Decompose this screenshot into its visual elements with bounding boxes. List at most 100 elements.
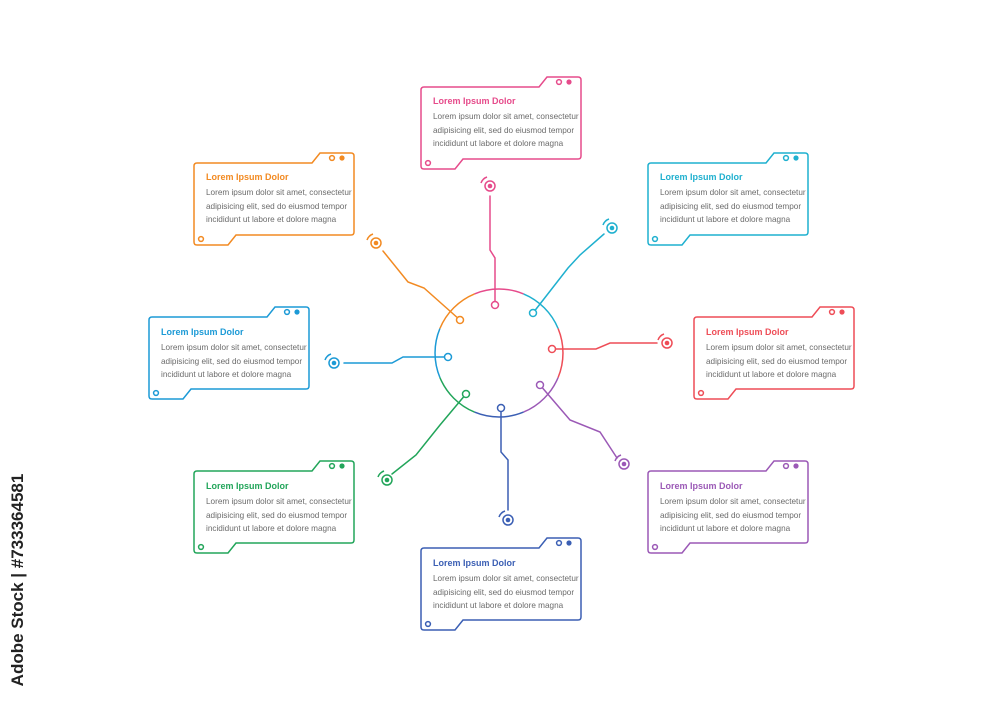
frame-bottom-bottom-ring — [424, 620, 432, 628]
frame-right-bottom-ring — [697, 389, 705, 397]
card-title: Lorem Ipsum Dolor — [206, 172, 289, 182]
branch-bottom-right-line — [539, 384, 618, 459]
branch-bottom-left-signal-arc — [377, 470, 385, 478]
branch-top-right-end-dot — [609, 225, 615, 231]
branch-top-right-inner-node — [528, 308, 538, 318]
frame-top-corner-ring — [555, 78, 563, 86]
card-body: Lorem ipsum dolor sit amet, consectetur … — [433, 574, 579, 610]
stock-id-text: Adobe Stock | #733364581 — [8, 473, 27, 687]
card-bottom: Lorem Ipsum Dolor Lorem ipsum dolor sit … — [433, 558, 593, 613]
branch-bottom-right-inner-node — [535, 380, 545, 390]
card-title: Lorem Ipsum Dolor — [206, 481, 289, 491]
frame-bottom-right-bottom-ring — [651, 543, 659, 551]
frame-top-border — [420, 76, 582, 170]
card-bottom-left: Lorem Ipsum Dolor Lorem ipsum dolor sit … — [206, 481, 366, 536]
card-body: Lorem ipsum dolor sit amet, consectetur … — [161, 343, 307, 379]
branch-top-signal-arc — [480, 176, 488, 184]
frame-bottom-left-corner-ring — [328, 462, 336, 470]
frame-bottom-border — [420, 537, 582, 631]
frame-top-right-bottom-ring — [651, 235, 659, 243]
frame-top-right-corner-ring — [782, 154, 790, 162]
branch-bottom-signal-arc — [498, 510, 506, 518]
frame-bottom-corner-dot — [566, 540, 572, 546]
card-body: Lorem ipsum dolor sit amet, consectetur … — [660, 188, 806, 224]
branch-bottom-right-signal-arc — [614, 454, 622, 462]
branch-top-right-line — [532, 233, 605, 314]
frame-right-corner-ring — [828, 308, 836, 316]
branch-left-end-dot — [331, 360, 337, 366]
card-title: Lorem Ipsum Dolor — [433, 558, 516, 568]
card-frames — [148, 76, 855, 631]
hub-arc-blue — [474, 411, 524, 418]
branch-top-end-dot — [487, 183, 493, 189]
frame-right-border — [693, 306, 855, 400]
branch-top-line — [489, 195, 496, 306]
branch-right-line — [551, 342, 658, 350]
frame-top-bottom-ring — [424, 159, 432, 167]
card-top-right: Lorem Ipsum Dolor Lorem ipsum dolor sit … — [660, 172, 820, 227]
card-title: Lorem Ipsum Dolor — [706, 327, 789, 337]
branch-bottom-left-end-dot — [384, 477, 390, 483]
frame-top-left-bottom-ring — [197, 235, 205, 243]
hub-arc-pink — [474, 288, 524, 295]
branch-bottom-end-dot — [505, 517, 511, 523]
card-right: Lorem Ipsum Dolor Lorem ipsum dolor sit … — [706, 327, 866, 382]
frame-top-left-corner-dot — [339, 155, 345, 161]
frame-bottom-left-corner-dot — [339, 463, 345, 469]
frame-bottom-left-bottom-ring — [197, 543, 205, 551]
card-title: Lorem Ipsum Dolor — [660, 172, 743, 182]
branch-top-right-signal-arc — [602, 218, 610, 226]
frame-bottom-right-corner-dot — [793, 463, 799, 469]
frame-bottom-right-corner-ring — [782, 462, 790, 470]
branch-bottom-left-line — [391, 393, 467, 475]
branch-bottom-right-end-dot — [621, 461, 627, 467]
card-body: Lorem ipsum dolor sit amet, consectetur … — [206, 188, 352, 224]
frame-bottom-left-border — [193, 460, 355, 554]
stock-id-watermark: Adobe Stock | #733364581 — [6, 470, 30, 690]
hub-arc-red — [557, 328, 564, 378]
frame-top-right-border — [647, 152, 809, 246]
branch-right-inner-node — [547, 344, 557, 354]
branch-left-line — [343, 356, 449, 364]
card-body: Lorem ipsum dolor sit amet, consectetur … — [433, 112, 579, 148]
frame-top-left-corner-ring — [328, 154, 336, 162]
branch-top-left-inner-node — [455, 315, 465, 325]
branch-top-left-end-dot — [373, 240, 379, 246]
frame-bottom-right-border — [647, 460, 809, 554]
card-left: Lorem Ipsum Dolor Lorem ipsum dolor sit … — [161, 327, 321, 382]
branch-top-left-signal-arc — [366, 233, 374, 241]
frame-bottom-corner-ring — [555, 539, 563, 547]
connector-branches — [324, 176, 673, 526]
frame-top-left-border — [193, 152, 355, 246]
branch-right-signal-arc — [657, 333, 665, 341]
card-bottom-right: Lorem Ipsum Dolor Lorem ipsum dolor sit … — [660, 481, 820, 536]
branch-right-end-dot — [664, 340, 670, 346]
frame-top-right-corner-dot — [793, 155, 799, 161]
frame-left-corner-ring — [283, 308, 291, 316]
card-top-left: Lorem Ipsum Dolor Lorem ipsum dolor sit … — [206, 172, 366, 227]
frame-left-corner-dot — [294, 309, 300, 315]
card-title: Lorem Ipsum Dolor — [161, 327, 244, 337]
branch-left-signal-arc — [324, 353, 332, 361]
central-hub-circle — [434, 288, 564, 418]
frame-left-border — [148, 306, 310, 400]
hub-arc-green — [439, 377, 475, 413]
hub-arc-sky — [434, 328, 441, 378]
branch-bottom-inner-node — [496, 403, 506, 413]
branch-left-inner-node — [443, 352, 453, 362]
frame-left-bottom-ring — [152, 389, 160, 397]
hub-arc-purple — [523, 377, 559, 413]
card-body: Lorem ipsum dolor sit amet, consectetur … — [660, 497, 806, 533]
hub-arc-orange — [439, 293, 475, 329]
frame-right-corner-dot — [839, 309, 845, 315]
hub-arc-cyan — [523, 293, 559, 329]
branch-top-left-line — [382, 250, 461, 321]
card-title: Lorem Ipsum Dolor — [660, 481, 743, 491]
card-body: Lorem ipsum dolor sit amet, consectetur … — [206, 497, 352, 533]
card-title: Lorem Ipsum Dolor — [433, 96, 516, 106]
branch-bottom-line — [500, 407, 509, 511]
card-top: Lorem Ipsum Dolor Lorem ipsum dolor sit … — [433, 96, 593, 151]
branch-top-inner-node — [490, 300, 500, 310]
card-body: Lorem ipsum dolor sit amet, consectetur … — [706, 343, 852, 379]
